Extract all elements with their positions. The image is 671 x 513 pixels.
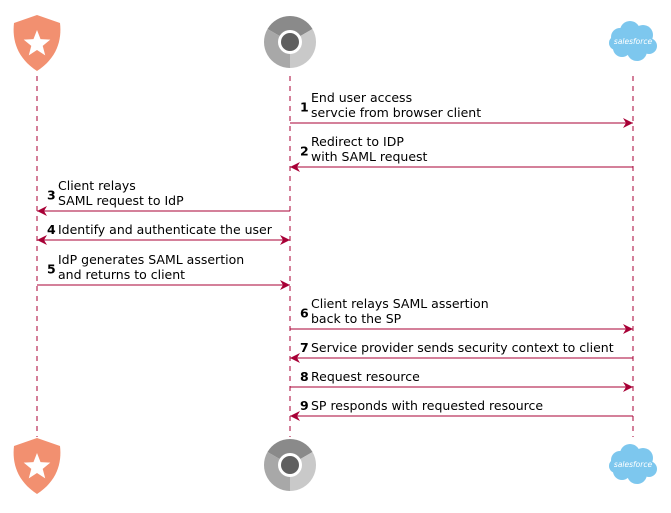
message-label: Redirect to IDP <box>311 134 404 149</box>
chrome-icon <box>264 16 316 68</box>
message-number: 7 <box>300 340 309 355</box>
message-label: SAML request to IdP <box>58 193 184 208</box>
message-label: Request resource <box>311 369 420 384</box>
message-label: Client relays SAML assertion <box>311 296 489 311</box>
message-label: End user access <box>311 90 412 105</box>
salesforce-logo-text: salesforce <box>614 460 653 469</box>
auth0-shield-icon <box>13 438 61 494</box>
salesforce-cloud-icon: salesforce <box>609 444 657 484</box>
message-label: Identify and authenticate the user <box>58 222 273 237</box>
salesforce-logo-text: salesforce <box>614 37 653 46</box>
message-label: IdP generates SAML assertion <box>58 252 244 267</box>
message-number: 3 <box>47 188 56 203</box>
salesforce-cloud-icon: salesforce <box>609 21 657 61</box>
message-label: Service provider sends security context … <box>311 340 614 355</box>
message-label: Client relays <box>58 178 136 193</box>
message-label: with SAML request <box>311 149 428 164</box>
message-number: 6 <box>300 306 309 321</box>
participant-icons: salesforce salesforce <box>13 15 657 494</box>
message-number: 5 <box>47 262 56 277</box>
message-number: 9 <box>300 398 309 413</box>
message-label: SP responds with requested resource <box>311 398 543 413</box>
message-label: and returns to client <box>58 267 185 282</box>
message-number: 8 <box>300 369 309 384</box>
lifelines <box>36 76 634 437</box>
chrome-icon <box>264 439 316 491</box>
message-label: servcie from browser client <box>311 105 481 120</box>
auth0-shield-icon <box>13 15 61 71</box>
message-number: 1 <box>300 100 309 115</box>
message-number: 4 <box>47 222 56 237</box>
message-label: back to the SP <box>311 311 402 326</box>
message-number: 2 <box>300 144 309 159</box>
